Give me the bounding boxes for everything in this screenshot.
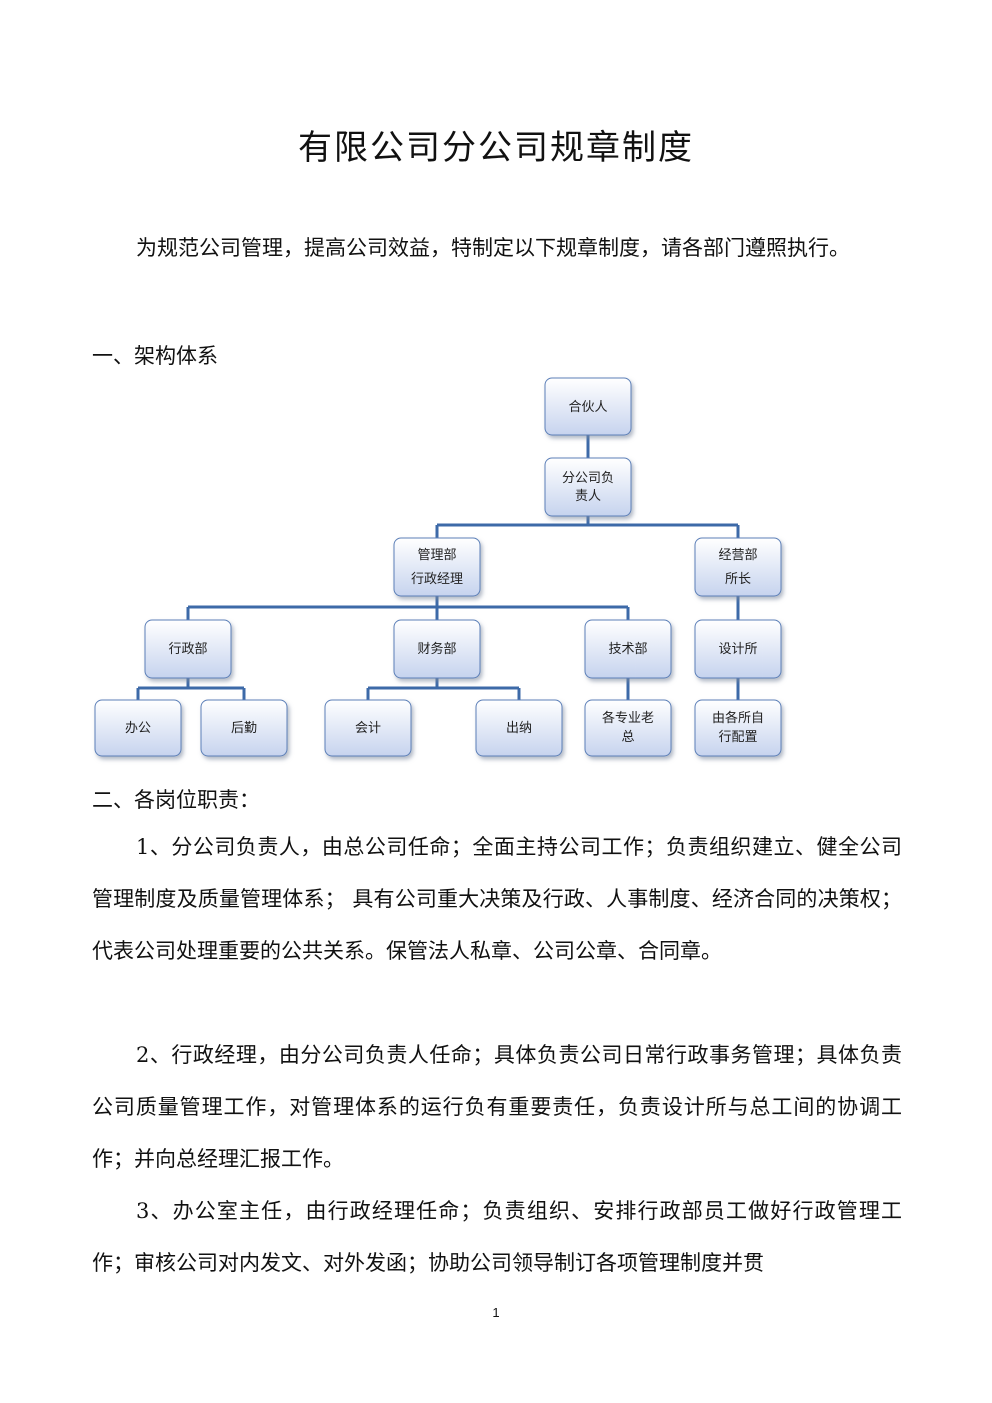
- org-node-design-institute: 设计所: [694, 619, 782, 679]
- org-node-label: 行配置: [718, 730, 757, 745]
- org-node-label: 管理部: [417, 548, 456, 563]
- org-node-label: 技术部: [608, 642, 647, 657]
- connector-finance-children: [366, 678, 521, 700]
- org-node-chief-engineers: 各专业老 总: [584, 699, 672, 757]
- org-node-label: 行政经理: [411, 572, 463, 587]
- org-node-institute-staff: 由各所自 行配置: [694, 699, 782, 757]
- duty-paragraph-1: 1、分公司负责人，由总公司任命；全面主持公司工作；负责组织建立、健全公司管理制度…: [92, 835, 902, 963]
- org-node-label: 设计所: [718, 642, 757, 657]
- org-connectors: [136, 435, 740, 700]
- org-node-label: 合伙人: [568, 400, 607, 415]
- org-node-label: 会计: [355, 721, 381, 736]
- org-node-label: 各专业老: [602, 710, 654, 726]
- org-node-mgmt-dept: 管理部 行政经理: [393, 537, 481, 597]
- section-heading-structure: 一、架构体系: [92, 344, 218, 368]
- org-node-label: 经营部: [718, 548, 757, 563]
- org-node-label: 行政部: [168, 642, 207, 657]
- document-title: 有限公司分公司规章制度: [298, 128, 694, 168]
- connector-head-depts: [435, 516, 740, 538]
- duty-paragraph-2: 2、行政经理，由分公司负责人任命；具体负责公司日常行政事务管理；具体负责公司质量…: [92, 1043, 902, 1171]
- connector-mgmt-subdepts: [186, 596, 630, 620]
- org-node-logistics: 后勤: [200, 699, 288, 757]
- org-node-label: 所长: [725, 572, 751, 587]
- org-node-label: 后勤: [231, 721, 257, 736]
- org-node-label: 财务部: [417, 641, 456, 657]
- org-node-branch-head: 分公司负 责人: [544, 457, 632, 517]
- org-node-label: 责人: [575, 489, 601, 504]
- section-heading-duties: 二、各岗位职责：: [92, 788, 260, 812]
- org-node-accounting: 会计: [324, 699, 412, 757]
- intro-paragraph: 为规范公司管理，提高公司效益，特制定以下规章制度，请各部门遵照执行。: [136, 236, 850, 260]
- org-node-admin-dept: 行政部: [144, 619, 232, 679]
- org-node-label: 分公司负: [562, 471, 614, 486]
- org-node-label: 出纳: [506, 721, 532, 736]
- duty-paragraph-3: 3、办公室主任，由行政经理任命；负责组织、安排行政部员工做好行政管理工作；审核公…: [92, 1199, 902, 1275]
- org-node-office: 办公: [94, 699, 182, 757]
- org-node-label: 总: [621, 730, 634, 745]
- page-number: 1: [492, 1305, 500, 1320]
- org-node-label: 办公: [125, 721, 151, 736]
- org-node-label: 由各所自: [712, 710, 764, 726]
- org-node-cashier: 出纳: [475, 699, 563, 757]
- org-chart: 合伙人 分公司负 责人 管理部 行政经理 经营部 所长 行政部 财务部 技术部 …: [94, 377, 782, 757]
- org-node-finance-dept: 财务部: [393, 619, 481, 679]
- org-node-business-dept: 经营部 所长: [694, 537, 782, 597]
- org-node-partner: 合伙人: [544, 377, 632, 436]
- org-node-tech-dept: 技术部: [584, 619, 672, 679]
- connector-admin-children: [136, 678, 246, 700]
